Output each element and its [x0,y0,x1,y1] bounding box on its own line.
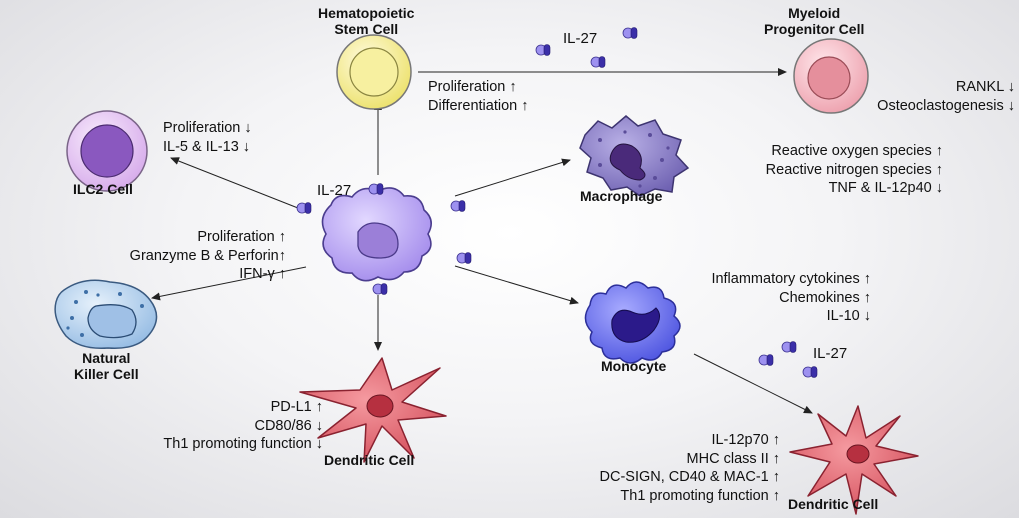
il27-center-label: IL-27 [317,182,352,199]
effect-line: DC-SIGN, CD40 & MAC-1 ↑ [599,469,780,485]
myeloid-cell-icon [793,38,869,114]
effect-line: IL-10 ↓ [826,308,871,324]
hsc-label: Hematopoietic Stem Cell [318,5,415,37]
arrow-to-macrophage [454,158,571,197]
effect-line: PD-L1 ↑ [270,399,323,415]
effect-line: Proliferation ↓ [163,120,252,136]
effect-line: IFN-γ ↑ [239,266,286,282]
macrophage-cell-icon [579,115,690,197]
nk-effects: Proliferation ↑ Granzyme B & Perforin↑ I… [130,228,286,284]
dc-right-effects: IL-12p70 ↑ MHC class II ↑ DC-SIGN, CD40 … [600,431,780,505]
ilc2-label: ILC2 Cell [73,181,133,197]
il27-top-label: IL-27 [563,30,598,47]
effect-line: RANKL ↓ [955,79,1015,95]
dc-right-cell-icon [789,405,919,515]
arrow-to-ilc2 [170,157,304,211]
arrow-to-dc-right [693,353,813,414]
effect-line: Proliferation ↑ [428,79,517,95]
dc-left-label: Dendritic Cell [324,452,415,468]
il27-molecule-icon [372,283,388,295]
hsc-effects: Proliferation ↑ Differentiation ↑ [428,78,528,115]
effect-line: MHC class II ↑ [686,450,780,467]
effect-line: Differentiation ↑ [428,97,529,114]
effect-line: Reactive nitrogen species ↑ [765,161,943,178]
il27-molecule-icon [781,341,797,353]
il27-molecule-icon [456,252,472,264]
effect-line: Granzyme B & Perforin↑ [129,247,286,264]
effect-line: Inflammatory cytokines ↑ [711,271,871,287]
effect-line: Reactive oxygen species ↑ [771,143,943,159]
effect-line: Th1 promoting function ↓ [163,436,323,452]
arrow-to-monocyte [454,265,579,305]
monocyte-effects: Inflammatory cytokines ↑ Chemokines ↑ IL… [711,270,871,326]
il27-molecule-icon [535,44,551,56]
effect-line: IL-12p70 ↑ [711,432,780,448]
effect-line: Proliferation ↑ [197,229,286,245]
myeloid-label: Myeloid Progenitor Cell [764,5,865,37]
il27-molecule-icon [368,183,384,195]
effect-line: Chemokines ↑ [779,289,871,306]
effect-line: TNF & IL-12p40 ↓ [828,180,943,196]
monocyte-cell-icon [584,281,681,364]
ilc2-cell-icon [66,110,148,192]
effect-line: IL-5 & IL-13 ↓ [163,138,251,155]
il27-molecule-icon [296,202,312,214]
nk-label: Natural Killer Cell [74,350,139,382]
central-cell-icon [321,187,432,282]
il27-molecule-icon [622,27,638,39]
effect-line: CD80/86 ↓ [254,417,323,434]
il27-molecule-icon [758,354,774,366]
monocyte-label: Monocyte [601,358,667,374]
macrophage-label: Macrophage [580,188,663,204]
dc-left-effects: PD-L1 ↑ CD80/86 ↓ Th1 promoting function… [163,398,323,454]
il27-molecule-icon [590,56,606,68]
il27-molecule-icon [802,366,818,378]
effect-line: Osteoclastogenesis ↓ [877,97,1015,114]
macrophage-effects: Reactive oxygen species ↑ Reactive nitro… [766,142,943,198]
dc-left-cell-icon [299,357,447,463]
dc-right-label: Dendritic Cell [788,496,879,512]
hsc-cell-icon [336,34,412,110]
effect-line: Th1 promoting function ↑ [620,487,780,504]
il27-monocyte-label: IL-27 [813,345,848,362]
il27-molecule-icon [450,200,466,212]
arrows [151,68,813,414]
myeloid-effects: RANKL ↓ Osteoclastogenesis ↓ [877,78,1015,115]
nk-cell-icon [54,279,158,349]
ilc2-effects: Proliferation ↓ IL-5 & IL-13 ↓ [163,119,252,156]
arrow-to-nk [151,266,307,301]
